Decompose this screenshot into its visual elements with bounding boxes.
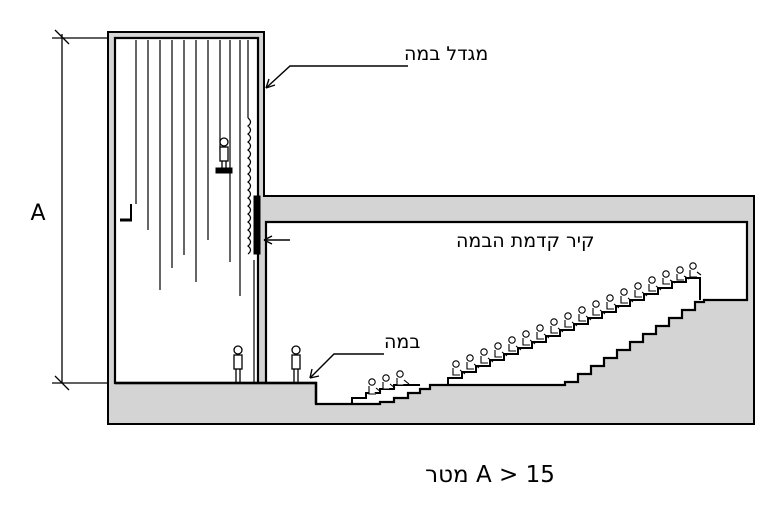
- people-figures: [219, 137, 301, 382]
- spectator-figure: [648, 276, 662, 292]
- spectator-figure: [620, 288, 634, 304]
- spectators: [368, 262, 702, 395]
- spectator-figure: [368, 378, 382, 395]
- spectator-figure: [494, 342, 508, 358]
- spectator-figure: [550, 318, 564, 334]
- stage-leader: [309, 353, 384, 379]
- spectator-figure: [676, 266, 690, 281]
- main-tier: [430, 277, 701, 386]
- actor-figure: [233, 345, 243, 382]
- proscenium-wall: [253, 195, 261, 255]
- height-dimension: [52, 29, 108, 391]
- technician-figure: [219, 137, 229, 168]
- spectator-figure: [689, 262, 702, 278]
- spectator-figure: [578, 306, 592, 322]
- stage-edge: [306, 381, 318, 404]
- stage-label: במה: [384, 331, 420, 353]
- spectator-figure: [466, 354, 480, 370]
- stage-elements: [115, 167, 318, 404]
- spectator-figure: [396, 370, 410, 386]
- interior-space: [113, 36, 749, 406]
- stage-tower-leader: [265, 65, 408, 89]
- actor-figure: [291, 345, 301, 382]
- lower-tier: [351, 384, 420, 404]
- spectator-figure: [522, 330, 536, 346]
- leader-lines: [263, 65, 408, 379]
- dimension-label-a: A: [30, 201, 45, 226]
- proscenium-wall-label: קיר קדמת הבמה: [456, 230, 595, 252]
- dimension-slash-top: [54, 29, 70, 45]
- spectator-figure: [592, 300, 606, 316]
- spectator-figure: [564, 312, 578, 328]
- spectator-figure: [508, 336, 522, 352]
- spectator-figure: [382, 374, 396, 390]
- stage-curtain: [247, 117, 252, 255]
- spectator-figure: [536, 324, 550, 340]
- building-structure: [107, 31, 755, 425]
- spectator-figure: [452, 360, 466, 376]
- spectator-figure: [480, 348, 494, 364]
- stage-arrow: [309, 368, 320, 379]
- height-caption: A > 15 מטר: [425, 462, 555, 488]
- stage-tower-arrow: [265, 78, 276, 89]
- proscenium-arrow: [263, 235, 273, 245]
- seating-tiers: [351, 277, 701, 404]
- spectator-figure: [606, 294, 620, 310]
- spectator-figure: [634, 282, 648, 298]
- fly-battens: [135, 40, 259, 383]
- stage-tower-label: מגדל במה: [404, 43, 488, 65]
- spectator-figure: [662, 270, 676, 285]
- fly-bridge: [215, 167, 233, 174]
- dimension-slash-bottom: [54, 375, 70, 391]
